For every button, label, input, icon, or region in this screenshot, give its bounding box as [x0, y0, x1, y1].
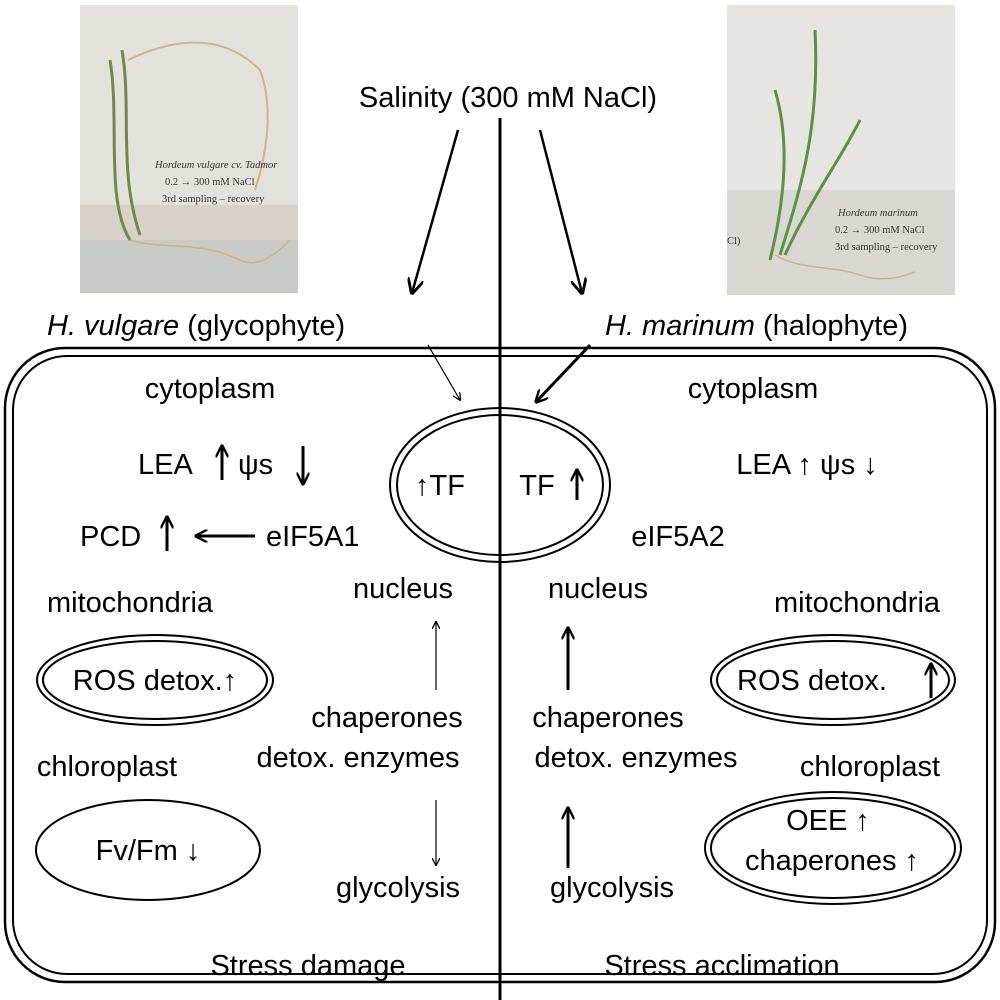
right-oee-label: OEE ↑ [786, 805, 870, 837]
left-mitochondria-inner [42, 640, 268, 720]
right-eif-label: eIF5A2 [631, 521, 725, 553]
left-cytoplasm-label: cytoplasm [145, 373, 276, 405]
left-glycolysis-label: glycolysis [336, 872, 460, 904]
left-chloroplast-ellipse [35, 799, 261, 901]
right-chaperones-label: chaperones [532, 702, 684, 734]
salinity-arrow-right [538, 129, 582, 293]
left-mitochondria-outer [36, 634, 274, 726]
tf-right: TF [519, 470, 554, 502]
left-photo-label-3: 3rd sampling – recovery [162, 194, 265, 205]
left-chaperones-label: chaperones [311, 702, 463, 734]
right-chaperones-2-label: chaperones ↑ [745, 845, 919, 877]
right-chloroplast-label: chloroplast [800, 751, 940, 783]
right-cytoplasm-label: cytoplasm [688, 373, 819, 405]
right-plant-photo: Hordeum marinum 0.2 → 300 mM NaCl 3rd sa… [727, 5, 955, 295]
right-mitochondria-label: mitochondria [774, 587, 941, 619]
right-photo-label-1: Hordeum marinum [837, 208, 918, 219]
tf-left: ↑TF [415, 470, 465, 502]
right-lea-label: LEA ↑ ψs ↓ [736, 449, 878, 481]
right-photo-label-2: 0.2 → 300 mM NaCl [835, 225, 925, 236]
left-nucleus-label: nucleus [353, 573, 453, 605]
right-mitochondria-inner [716, 640, 950, 720]
right-species-label: H. marinum (halophyte) [605, 310, 908, 342]
right-photo-label-3: 3rd sampling – recovery [835, 242, 938, 253]
left-fvfm-label: Fv/Fm ↓ [96, 835, 201, 867]
left-mitochondria-label: mitochondria [47, 587, 214, 619]
left-species-to-tf-arrow [427, 344, 460, 400]
left-chloroplast-label: chloroplast [37, 751, 177, 783]
left-photo-label-1: Hordeum vulgare cv. Tadmor [154, 160, 278, 171]
left-plant-photo: Hordeum vulgare cv. Tadmor 0.2 → 300 mM … [80, 5, 298, 293]
right-nucleus-label: nucleus [548, 573, 648, 605]
nucleus-outer [389, 407, 611, 563]
left-eif-label: eIF5A1 [266, 521, 360, 553]
right-outcome-label: Stress acclimation [604, 950, 839, 982]
left-psi-label: ψs [238, 449, 273, 481]
left-photo-label-2: 0.2 → 300 mM NaCl [165, 177, 255, 188]
left-pcd-label: PCD [80, 521, 141, 553]
right-chloroplast-inner [710, 797, 956, 899]
left-ros-label: ROS detox.↑ [73, 665, 237, 697]
left-outcome-label: Stress damage [210, 950, 405, 982]
left-lea-label: LEA [138, 449, 193, 481]
right-ros-label: ROS detox. [737, 665, 887, 697]
salinity-arrow-left [412, 129, 460, 293]
right-photo-clipped-text: Cl) [727, 236, 741, 247]
salinity-label: Salinity (300 mM NaCl) [359, 82, 657, 114]
left-species-label: H. vulgare (glycophyte) [47, 310, 345, 342]
right-glycolysis-label: glycolysis [550, 872, 674, 904]
right-species-to-tf-arrow [536, 343, 592, 402]
right-chloroplast-outer [704, 791, 962, 905]
right-mitochondria-outer [710, 634, 956, 726]
left-detox-label: detox. enzymes [256, 742, 459, 774]
nucleus-inner [396, 414, 604, 556]
right-detox-label: detox. enzymes [534, 742, 737, 774]
